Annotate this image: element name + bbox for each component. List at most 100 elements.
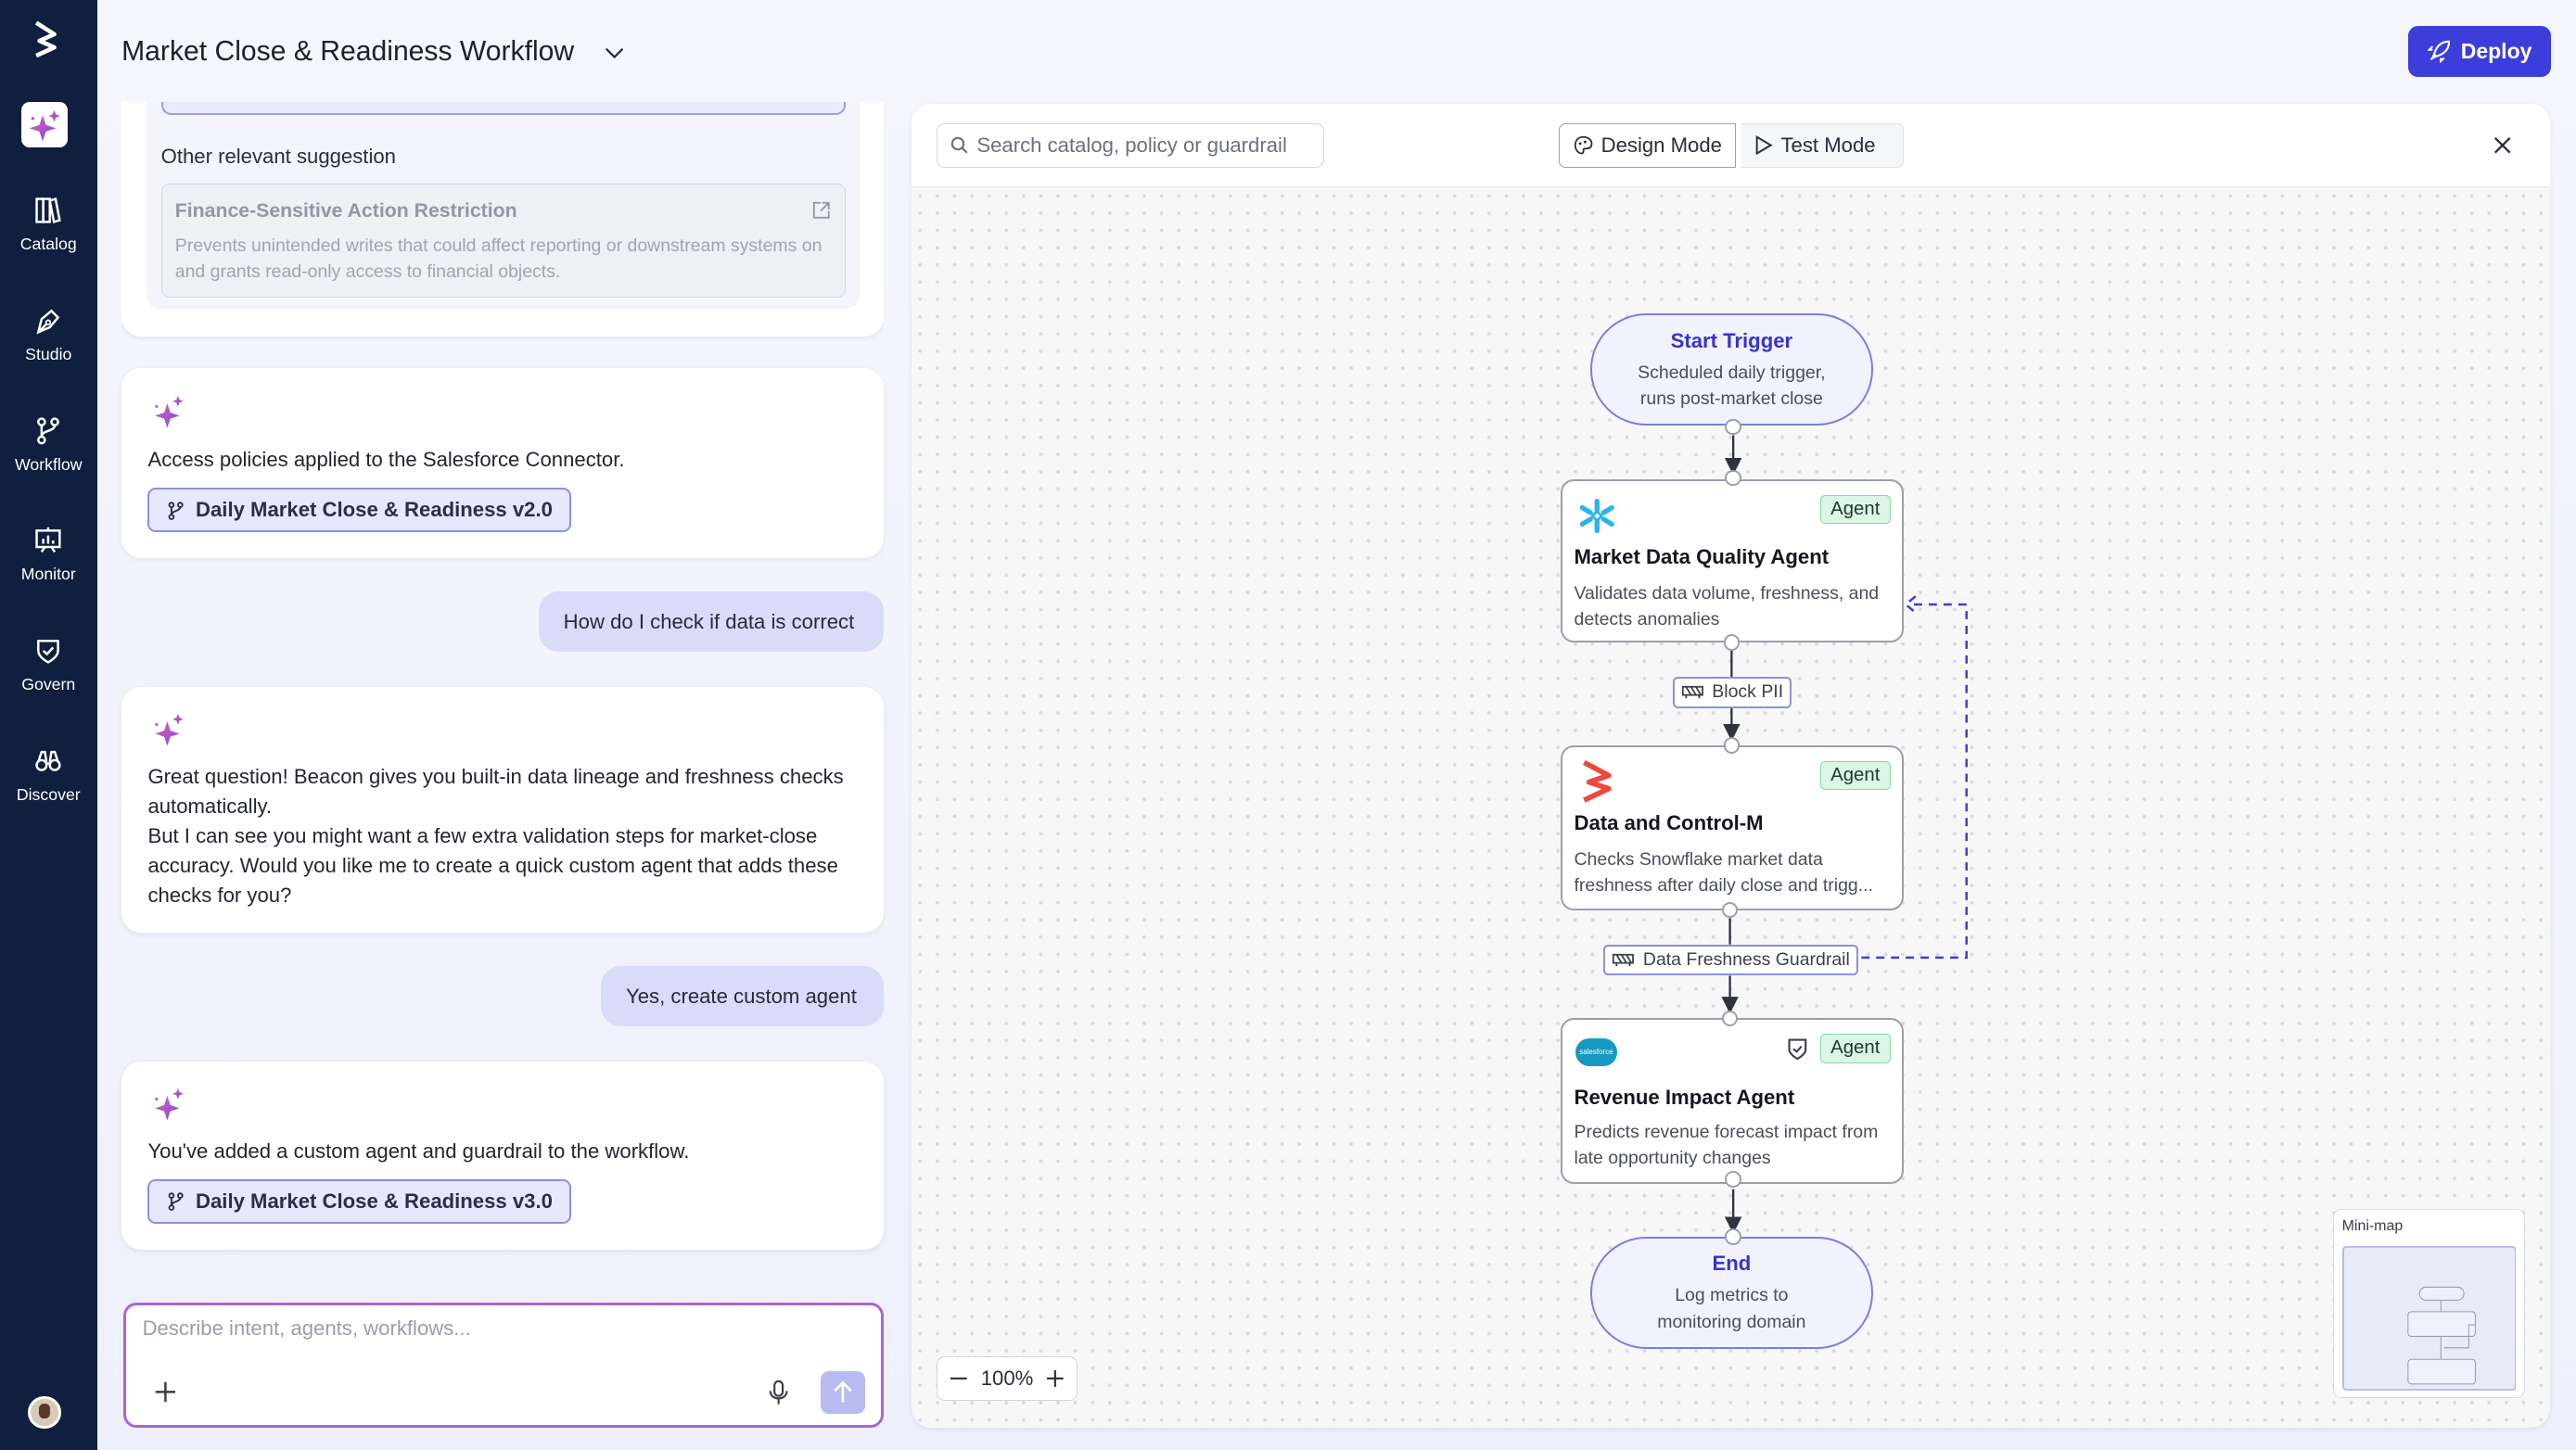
zoom-out-icon[interactable] (950, 1370, 967, 1387)
page-title-text: Market Close & Readiness Workflow (121, 35, 575, 67)
user-message: How do I check if data is correct (539, 591, 885, 653)
sidebar-item-discover[interactable]: Discover (0, 745, 97, 805)
sidebar-item-label: Workflow (15, 454, 83, 474)
message-paragraph: Great question! Beacon gives you built-i… (147, 765, 844, 818)
sidebar-item-catalog[interactable]: Catalog (0, 196, 97, 255)
chip-label: Daily Market Close & Readiness v3.0 (196, 1189, 553, 1213)
sidebar-item-label: Studio (25, 345, 72, 364)
agent-badge: Agent (1819, 760, 1891, 791)
zoom-in-icon[interactable] (1047, 1370, 1065, 1388)
guardrail-data-freshness[interactable]: Data Freshness Guardrail (1603, 944, 1858, 976)
output-port[interactable] (1723, 633, 1741, 651)
assistant-message: Great question! Beacon gives you built-i… (121, 686, 885, 934)
search-placeholder: Search catalog, policy or guardrail (976, 133, 1287, 157)
agent-badge: Agent (1819, 494, 1891, 525)
sparkle-icon (155, 714, 185, 746)
suggestion-item[interactable]: Finance-Sensitive Action Restriction Pre… (160, 184, 847, 298)
books-icon (35, 197, 62, 223)
zoom-control: 100% (936, 1356, 1078, 1402)
node-description: Log metrics to monitoring domain (1657, 1285, 1806, 1332)
agent-node-market-data-quality[interactable]: Agent Market Data Quality Agent Validate… (1561, 479, 1905, 642)
catalog-search-input[interactable]: Search catalog, policy or guardrail (936, 122, 1324, 168)
agent-node-data-control-m[interactable]: Agent Data and Control-M Checks Snowflak… (1561, 745, 1905, 910)
minimap[interactable]: Mini-map (2332, 1208, 2526, 1398)
shield-check-icon[interactable] (1786, 1037, 1809, 1062)
node-description: Predicts revenue forecast impact from la… (1574, 1121, 1879, 1169)
barrier-icon (1613, 953, 1635, 966)
message-text: Access policies applied to the Salesforc… (147, 448, 625, 472)
node-title: Start Trigger (1670, 328, 1793, 352)
minimap-label: Mini-map (2341, 1217, 2404, 1234)
plus-icon[interactable] (154, 1380, 177, 1404)
guardrail-feedback-link (1861, 595, 1968, 960)
chevron-down-icon[interactable] (605, 46, 624, 59)
play-icon (1755, 135, 1773, 156)
suggestion-description: Prevents unintended writes that could af… (174, 235, 823, 283)
snowflake-logo (1579, 498, 1614, 534)
ai-assistant-button[interactable] (21, 101, 68, 148)
input-port[interactable] (1721, 1010, 1739, 1027)
suggestion-title: Finance-Sensitive Action Restriction (174, 199, 517, 223)
node-title: Revenue Impact Agent (1574, 1086, 1795, 1110)
sparkle-icon (155, 395, 185, 428)
deploy-button[interactable]: Deploy (2408, 26, 2552, 78)
node-title: Market Data Quality Agent (1574, 545, 1830, 569)
output-port[interactable] (1725, 1171, 1741, 1188)
sidebar: Catalog Studio Workflow Monitor Govern D… (0, 0, 97, 1450)
git-branch-icon (168, 1192, 184, 1212)
avatar[interactable] (28, 1395, 61, 1430)
end-node[interactable]: End Log metrics to monitoring domain (1590, 1237, 1873, 1349)
deploy-label: Deploy (2460, 39, 2532, 64)
user-message: Yes, create custom agent (601, 965, 885, 1027)
output-port[interactable] (1721, 901, 1739, 919)
output-port[interactable] (1725, 418, 1741, 436)
rocket-icon (2428, 41, 2451, 64)
assistant-message: You've added a custom agent and guardrai… (121, 1061, 885, 1251)
sidebar-item-monitor[interactable]: Monitor (0, 526, 97, 585)
guardrail-label: Block PII (1712, 681, 1784, 703)
input-port[interactable] (1725, 1228, 1741, 1245)
node-description: Scheduled daily trigger, runs post-marke… (1638, 362, 1826, 409)
chat-input[interactable]: Describe intent, agents, workflows... (122, 1302, 885, 1428)
guardrail-block-pii[interactable]: Block PII (1672, 676, 1792, 708)
input-port[interactable] (1725, 469, 1741, 487)
sidebar-item-workflow[interactable]: Workflow (0, 415, 97, 475)
search-icon (950, 136, 968, 154)
binoculars-icon (35, 751, 61, 772)
tab-label: Design Mode (1600, 133, 1722, 157)
workflow-version-chip[interactable]: Daily Market Close & Readiness v2.0 (147, 488, 571, 533)
message-text: You've added a custom agent and guardrai… (147, 1139, 690, 1163)
agent-badge: Agent (1819, 1033, 1891, 1063)
send-button[interactable] (821, 1370, 866, 1414)
microphone-icon[interactable] (769, 1380, 788, 1405)
start-trigger-node[interactable]: Start Trigger Scheduled daily trigger, r… (1590, 313, 1873, 426)
tab-test-mode[interactable]: Test Mode (1741, 122, 1905, 168)
message-text: Yes, create custom agent (626, 984, 857, 1008)
sidebar-item-govern[interactable]: Govern (0, 636, 97, 695)
agent-node-revenue-impact[interactable]: salesforce Agent Revenue Impact Agent Pr… (1561, 1018, 1905, 1185)
suggestion-heading: Other relevant suggestion (160, 144, 396, 168)
palette-icon (1574, 136, 1592, 155)
salesforce-logo: salesforce (1575, 1037, 1617, 1067)
barrier-icon (1681, 685, 1703, 698)
input-port[interactable] (1723, 737, 1741, 755)
app-logo-icon[interactable] (30, 19, 62, 59)
message-paragraph: But I can see you might want a few extra… (147, 823, 838, 907)
control-m-logo (1582, 759, 1612, 803)
workflow-version-chip[interactable]: Daily Market Close & Readiness v3.0 (147, 1179, 571, 1224)
chip-label: Daily Market Close & Readiness v2.0 (196, 498, 553, 522)
guardrail-label: Data Freshness Guardrail (1642, 949, 1850, 971)
message-text: Great question! Beacon gives you built-i… (147, 762, 857, 909)
sidebar-item-label: Govern (21, 675, 76, 694)
node-title: Data and Control-M (1574, 811, 1764, 835)
arrow-up-icon (834, 1380, 853, 1403)
tab-design-mode[interactable]: Design Mode (1559, 122, 1737, 168)
logo-text: salesforce (1579, 1047, 1613, 1056)
sidebar-item-studio[interactable]: Studio (0, 306, 97, 365)
minimap-preview (2341, 1245, 2517, 1391)
close-icon[interactable] (2493, 136, 2511, 154)
sidebar-item-label: Discover (16, 784, 81, 804)
page-title[interactable]: Market Close & Readiness Workflow (121, 36, 624, 68)
external-link-icon[interactable] (812, 201, 830, 219)
